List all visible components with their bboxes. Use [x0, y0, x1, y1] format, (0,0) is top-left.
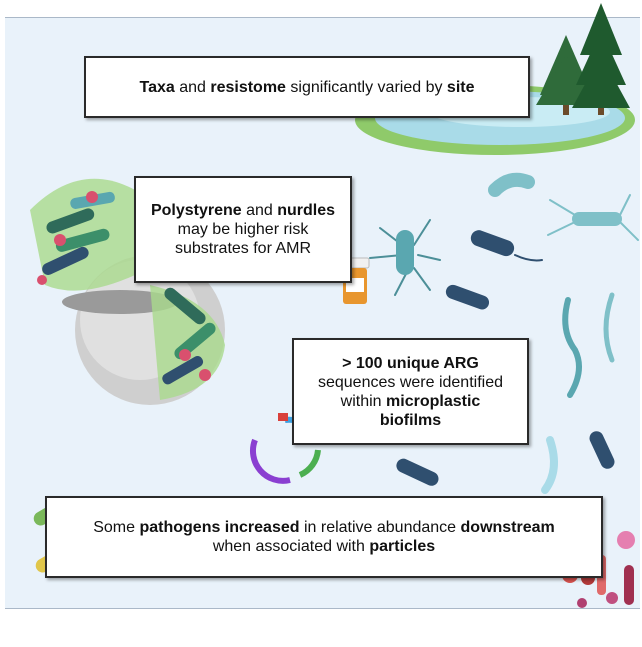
callout-text-bold: particles	[369, 538, 436, 555]
callout-text-bold: pathogens increased	[139, 519, 300, 536]
callout-text: and	[241, 202, 278, 219]
callout-text: sequences were identified	[317, 373, 503, 391]
callout-text: within	[340, 392, 387, 410]
callout-text-bold: Polystyrene	[150, 202, 242, 219]
callout-text: and	[174, 78, 211, 96]
substrate-risk-callout: Polystyrene and nurdles may be higher ri…	[134, 176, 352, 283]
callout-text: in relative abundance	[299, 519, 461, 536]
callout-text: Some	[93, 519, 140, 536]
callout-text-bold: downstream	[460, 519, 555, 536]
callout-text-bold: > 100 unique ARG	[342, 354, 479, 372]
arg-sequences-callout: > 100 unique ARG sequences were identifi…	[292, 338, 529, 445]
callout-text-bold: resistome	[210, 78, 286, 96]
callout-text: when associated with	[212, 538, 370, 555]
callout-text: significantly varied by	[285, 78, 447, 96]
polystyrene-bead-icon	[30, 178, 225, 405]
site-variation-callout: Taxa and resistome significantly varied …	[84, 56, 530, 118]
pathogens-callout: Some pathogens increased in relative abu…	[45, 496, 603, 578]
callout-text: may be higher risk	[177, 221, 309, 238]
pathogen-cluster-icon	[562, 531, 635, 608]
callout-text-bold: biofilms	[379, 411, 442, 429]
callout-text-bold: Taxa	[139, 78, 175, 96]
callout-text: substrates for AMR	[174, 240, 312, 257]
callout-text-bold: microplastic	[386, 392, 481, 410]
callout-text-bold: site	[446, 78, 475, 96]
callout-text-bold: nurdles	[277, 202, 336, 219]
